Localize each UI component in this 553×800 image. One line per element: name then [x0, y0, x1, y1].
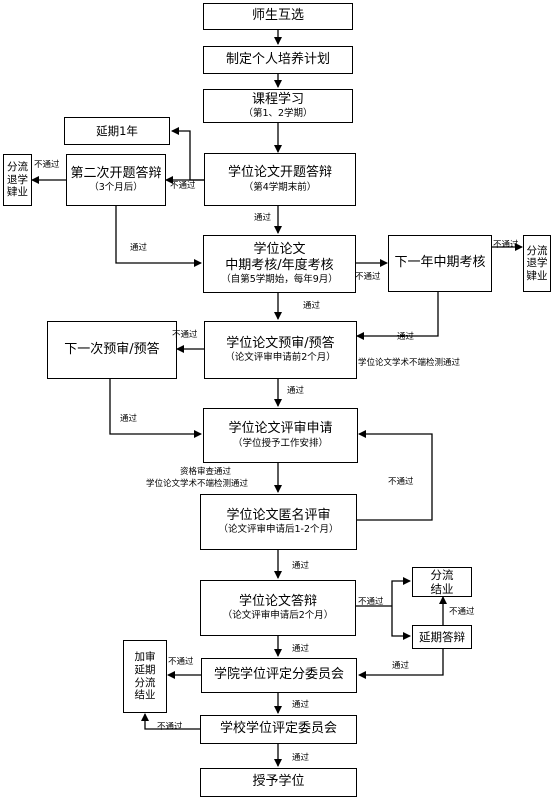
node-subtitle: （自第5学期始，每年9月）: [221, 274, 338, 286]
label-pass-university: 通过: [292, 753, 310, 763]
node-title: 学位论文匿名评审: [226, 507, 331, 523]
label-fail-university: 不通过: [157, 722, 183, 732]
arrow-blind-to-application: [357, 430, 433, 521]
node-subtitle: （第4学期末前）: [243, 181, 317, 193]
node-second-proposal: 第二次开题答辩 （3个月后）: [66, 154, 166, 206]
node-title: 学位论文: [253, 241, 306, 257]
node-title: 课程学习: [251, 91, 304, 107]
node-text: 学院学位评定分委员会: [213, 667, 344, 683]
label-fail-second: 不通过: [34, 160, 60, 170]
label-pass-second: 通过: [130, 243, 148, 253]
node-training-plan: 制定个人培养计划: [203, 46, 353, 74]
node-subtitle: （学位授予工作安排）: [232, 437, 328, 449]
node-university-committee: 学校学位评定委员会: [200, 715, 357, 744]
label-fail-proposal: 不通过: [170, 181, 196, 191]
arrow-nextyear-to-prereview: [356, 292, 439, 340]
label-pass-midterm: 通过: [303, 301, 321, 311]
node-title: 中期考核/年度考核: [225, 258, 334, 274]
node-next-pre-review: 下一次预审/预答: [47, 321, 177, 379]
arrow-second-to-midterm: [115, 206, 202, 267]
arrow-defense-to-divert: [391, 577, 411, 606]
node-midterm-review: 学位论文 中期考核/年度考核 （自第5学期始，每年9月）: [203, 235, 356, 293]
arrow-proposal-to-extend: [171, 127, 204, 181]
label-fail-defense: 不通过: [358, 597, 384, 607]
node-text: 分流: [7, 161, 28, 174]
label-pass-next-prereview: 通过: [120, 414, 138, 424]
node-text: 下一年中期考核: [394, 255, 486, 271]
node-subtitle: （3个月后）: [89, 182, 143, 194]
node-mutual-selection: 师生互选: [203, 3, 353, 30]
label-pass-college: 通过: [292, 700, 310, 710]
node-title: 学位论文预审/预答: [226, 335, 335, 351]
node-text: 延期答辩: [419, 629, 465, 644]
node-subtitle: （论文评审申请后2个月）: [222, 610, 334, 622]
node-divert-complete: 分流 结业: [412, 567, 472, 597]
node-title: 学位论文开题答辩: [227, 165, 332, 181]
arrow-defense-to-delayed: [391, 606, 411, 640]
node-text: 退学: [7, 173, 28, 186]
node-college-committee: 学院学位评定分委员会: [201, 658, 357, 693]
node-text: 延期: [134, 663, 156, 676]
node-text: 分流: [134, 676, 156, 689]
arrow-next-to-application: [109, 379, 202, 438]
label-pass-defense: 通过: [292, 644, 310, 654]
node-subtitle: （论文评审申请前2个月）: [225, 352, 336, 364]
node-subtitle: （论文评审申请后1-2个月）: [218, 524, 339, 536]
label-fail-college: 不通过: [168, 657, 194, 667]
node-text: 学校学位评定委员会: [219, 721, 337, 737]
node-thesis-defense: 学位论文答辩 （论文评审申请后2个月）: [200, 580, 356, 636]
node-withdraw-right: 分流 退学 肄业: [523, 235, 551, 292]
node-text: 分流: [526, 244, 548, 257]
label-pass-delayed: 通过: [392, 661, 410, 671]
node-text: 师生互选: [251, 8, 304, 24]
label-fail-prereview: 不通过: [172, 330, 198, 340]
node-extend-one-year: 延期1年: [64, 117, 170, 145]
label-fail-delayed: 不通过: [449, 607, 475, 617]
label-qualification-pass: 资格审查通过: [180, 467, 232, 477]
label-pass-blind: 通过: [292, 561, 310, 571]
node-text: 结业: [430, 582, 454, 596]
arrow-delayed-to-college: [358, 649, 444, 679]
node-extra-review: 加审 延期 分流 结业: [123, 640, 167, 713]
label-fail-blind: 不通过: [388, 477, 414, 487]
node-text: 加审: [134, 651, 156, 664]
label-pass-nextyear: 通过: [397, 332, 415, 342]
label-fail-midterm: 不通过: [355, 272, 381, 282]
node-proposal-defense: 学位论文开题答辩 （第4学期末前）: [204, 153, 356, 206]
node-title: 学位论文答辩: [238, 593, 317, 609]
node-text: 制定个人培养计划: [225, 51, 330, 67]
label-pass-proposal: 通过: [254, 213, 272, 223]
node-title: 第二次开题答辩: [70, 165, 162, 181]
node-blind-review: 学位论文匿名评审 （论文评审申请后1-2个月）: [200, 494, 357, 550]
node-next-year-midterm: 下一年中期考核: [388, 235, 492, 292]
arrow-university-to-extra: [141, 713, 200, 730]
node-review-application: 学位论文评审申请 （学位授予工作安排）: [203, 408, 358, 463]
node-text: 延期1年: [96, 123, 138, 138]
node-text: 授予学位: [252, 774, 305, 790]
node-text: 肄业: [526, 269, 548, 282]
node-text: 退学: [526, 257, 548, 270]
node-text: 下一次预审/预答: [64, 341, 160, 357]
label-pass-prereview: 通过: [287, 386, 305, 396]
node-withdraw-left: 分流 退学 肄业: [3, 154, 32, 206]
label-fail-nextyear: 不通过: [493, 240, 519, 250]
node-pre-review: 学位论文预审/预答 （论文评审申请前2个月）: [204, 321, 357, 379]
node-text: 结业: [134, 689, 156, 702]
label-plagiarism-pass: 学位论文学术不端检测通过: [358, 358, 461, 368]
node-subtitle: （第1、2学期）: [243, 108, 313, 120]
node-course-study: 课程学习 （第1、2学期）: [203, 89, 353, 123]
label-qualification-plagiarism-pass: 学位论文学术不端检测通过: [146, 479, 249, 489]
node-title: 学位论文评审申请: [228, 421, 333, 437]
node-degree-award: 授予学位: [200, 768, 357, 797]
node-text: 肄业: [7, 186, 28, 199]
node-delayed-defense: 延期答辩: [412, 625, 472, 649]
node-text: 分流: [430, 567, 454, 582]
